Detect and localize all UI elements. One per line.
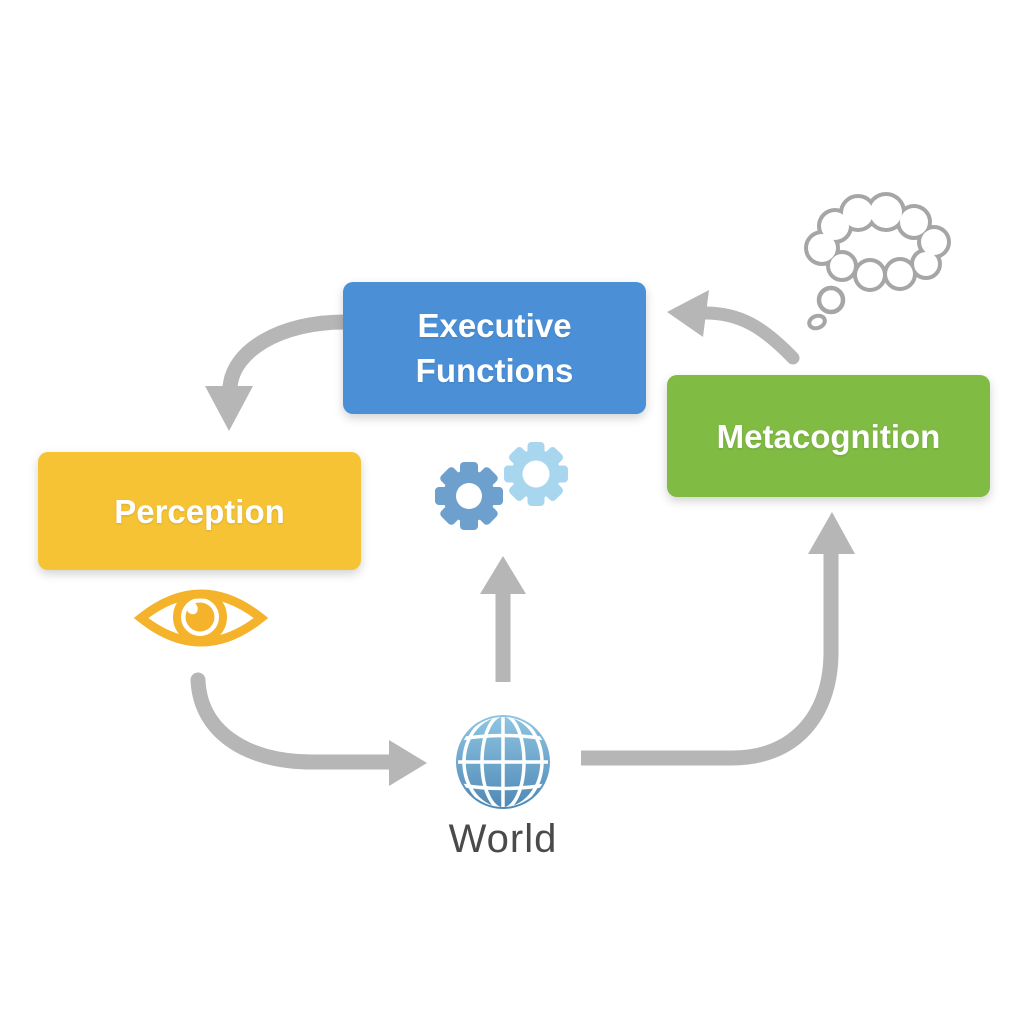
thought-bubble-dot-small (807, 313, 827, 331)
arrow-shaft (581, 552, 839, 766)
node-label: Metacognition (716, 417, 941, 455)
eye-icon (133, 589, 269, 647)
globe-icon (456, 715, 550, 809)
arrow-head (205, 386, 253, 431)
arrow-shaft (190, 672, 397, 770)
world-label: World (448, 817, 558, 861)
node-metacognition: Metacognition (667, 375, 990, 497)
thought-bubble-icon (804, 192, 951, 331)
arrow-executive-to-perception (205, 314, 345, 431)
node-perception: Perception (38, 452, 361, 570)
node-label-line: Executive (417, 307, 572, 344)
node-label-line: Functions (415, 352, 574, 389)
arrow-head (389, 740, 427, 786)
gear-light (504, 442, 568, 506)
node-label: Perception (114, 492, 285, 530)
arrow-shaft (222, 314, 345, 390)
gears-icon (435, 442, 568, 530)
thought-cloud-fill (808, 196, 947, 288)
gear-dark (435, 462, 503, 530)
arrow-perception-to-world (190, 672, 427, 786)
arrow-head (480, 556, 526, 594)
arrow-world-to-metacognition (581, 512, 855, 766)
arrow-world-to-executive (480, 556, 526, 682)
thought-bubble-dot-large (816, 285, 846, 315)
arrow-metacognition-to-executive (667, 290, 800, 365)
arrows-layer (190, 290, 855, 786)
arrow-head (808, 512, 855, 554)
node-executive-functions: Executive Functions (343, 282, 646, 414)
arrow-shaft (698, 306, 800, 365)
arrow-head (667, 290, 709, 337)
